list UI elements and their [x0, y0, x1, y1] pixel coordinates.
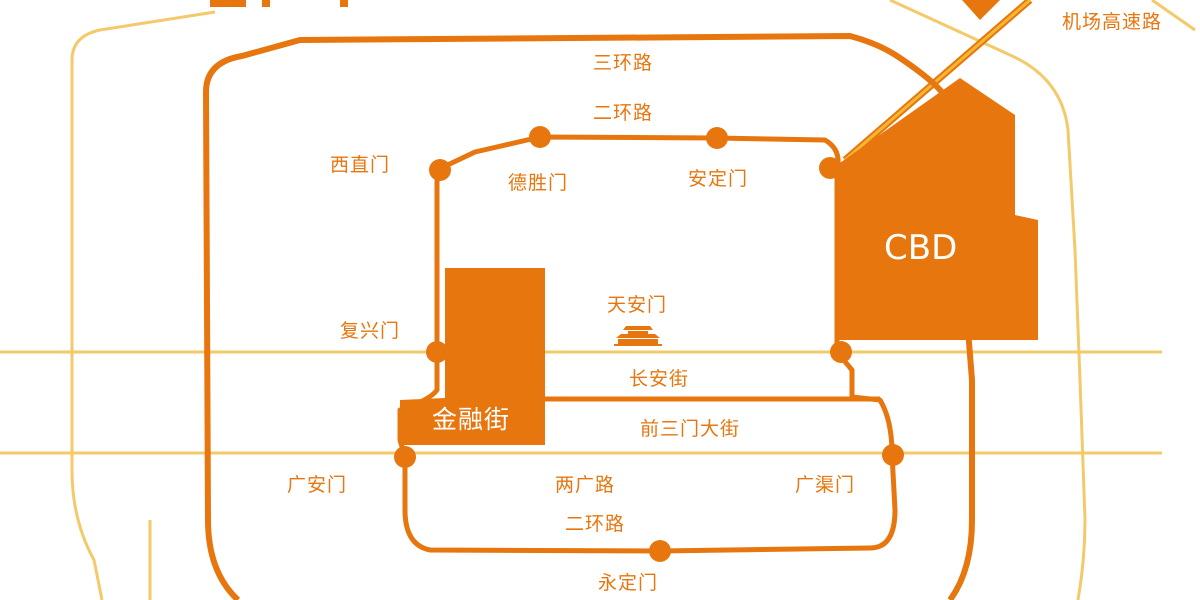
guangqumen-node — [882, 444, 904, 466]
second-ring-north-label: 二环路 — [593, 102, 654, 124]
northeast-road — [1151, 0, 1196, 32]
gate-nodes — [394, 126, 904, 562]
financial-street-label: 金融街 — [432, 405, 511, 434]
fourth-ring-road-east — [889, 0, 1087, 600]
third-ring-road — [203, 33, 975, 600]
top-left-fragment — [210, 0, 246, 7]
airport-expressway-road — [842, 0, 1033, 163]
second-ring-network — [397, 134, 898, 554]
yongdingmen-node — [649, 540, 671, 562]
gate-tower-icon — [614, 326, 662, 346]
andingmen-node — [706, 127, 728, 149]
dongzhimen-node — [819, 157, 841, 179]
second-ring-south-label: 二环路 — [565, 513, 626, 535]
guanganmen-node — [394, 446, 416, 468]
xizhimen-label: 西直门 — [330, 154, 391, 176]
financial-street-district — [400, 268, 545, 445]
changan-jie-label: 长安街 — [629, 368, 690, 390]
top-fragments — [210, 0, 1000, 20]
andingmen-label: 安定门 — [688, 168, 749, 190]
tiananmen-label: 天安门 — [607, 294, 668, 316]
top-left-fragment — [340, 0, 348, 7]
qiansanmen-dajie-label: 前三门大街 — [640, 418, 741, 440]
airport-expressway-label: 机场高速路 — [1062, 11, 1163, 33]
guangqumen-label: 广渠门 — [795, 474, 856, 496]
top-right-fragment — [962, 0, 1000, 20]
deshengmen-node — [529, 126, 551, 148]
cbd-label: CBD — [884, 228, 958, 268]
top-left-fragment — [262, 0, 270, 7]
dongzhimen-label: 东直门 — [860, 176, 921, 198]
fuxingmen-node — [426, 341, 448, 363]
guanganmen-label: 广安门 — [287, 474, 348, 496]
third-ring-label: 三环路 — [593, 52, 654, 74]
fuxingmen-label: 复兴门 — [340, 320, 401, 342]
second-ring-road — [397, 134, 898, 554]
xizhimen-node — [429, 159, 451, 181]
cbd-district — [837, 78, 1038, 340]
deshengmen-label: 德胜门 — [508, 172, 569, 194]
lianguang-lu-label: 两广路 — [555, 474, 616, 496]
changan-east-node — [830, 341, 852, 363]
yongdingmen-label: 永定门 — [598, 572, 659, 594]
fourth-ring-road — [70, 10, 216, 600]
